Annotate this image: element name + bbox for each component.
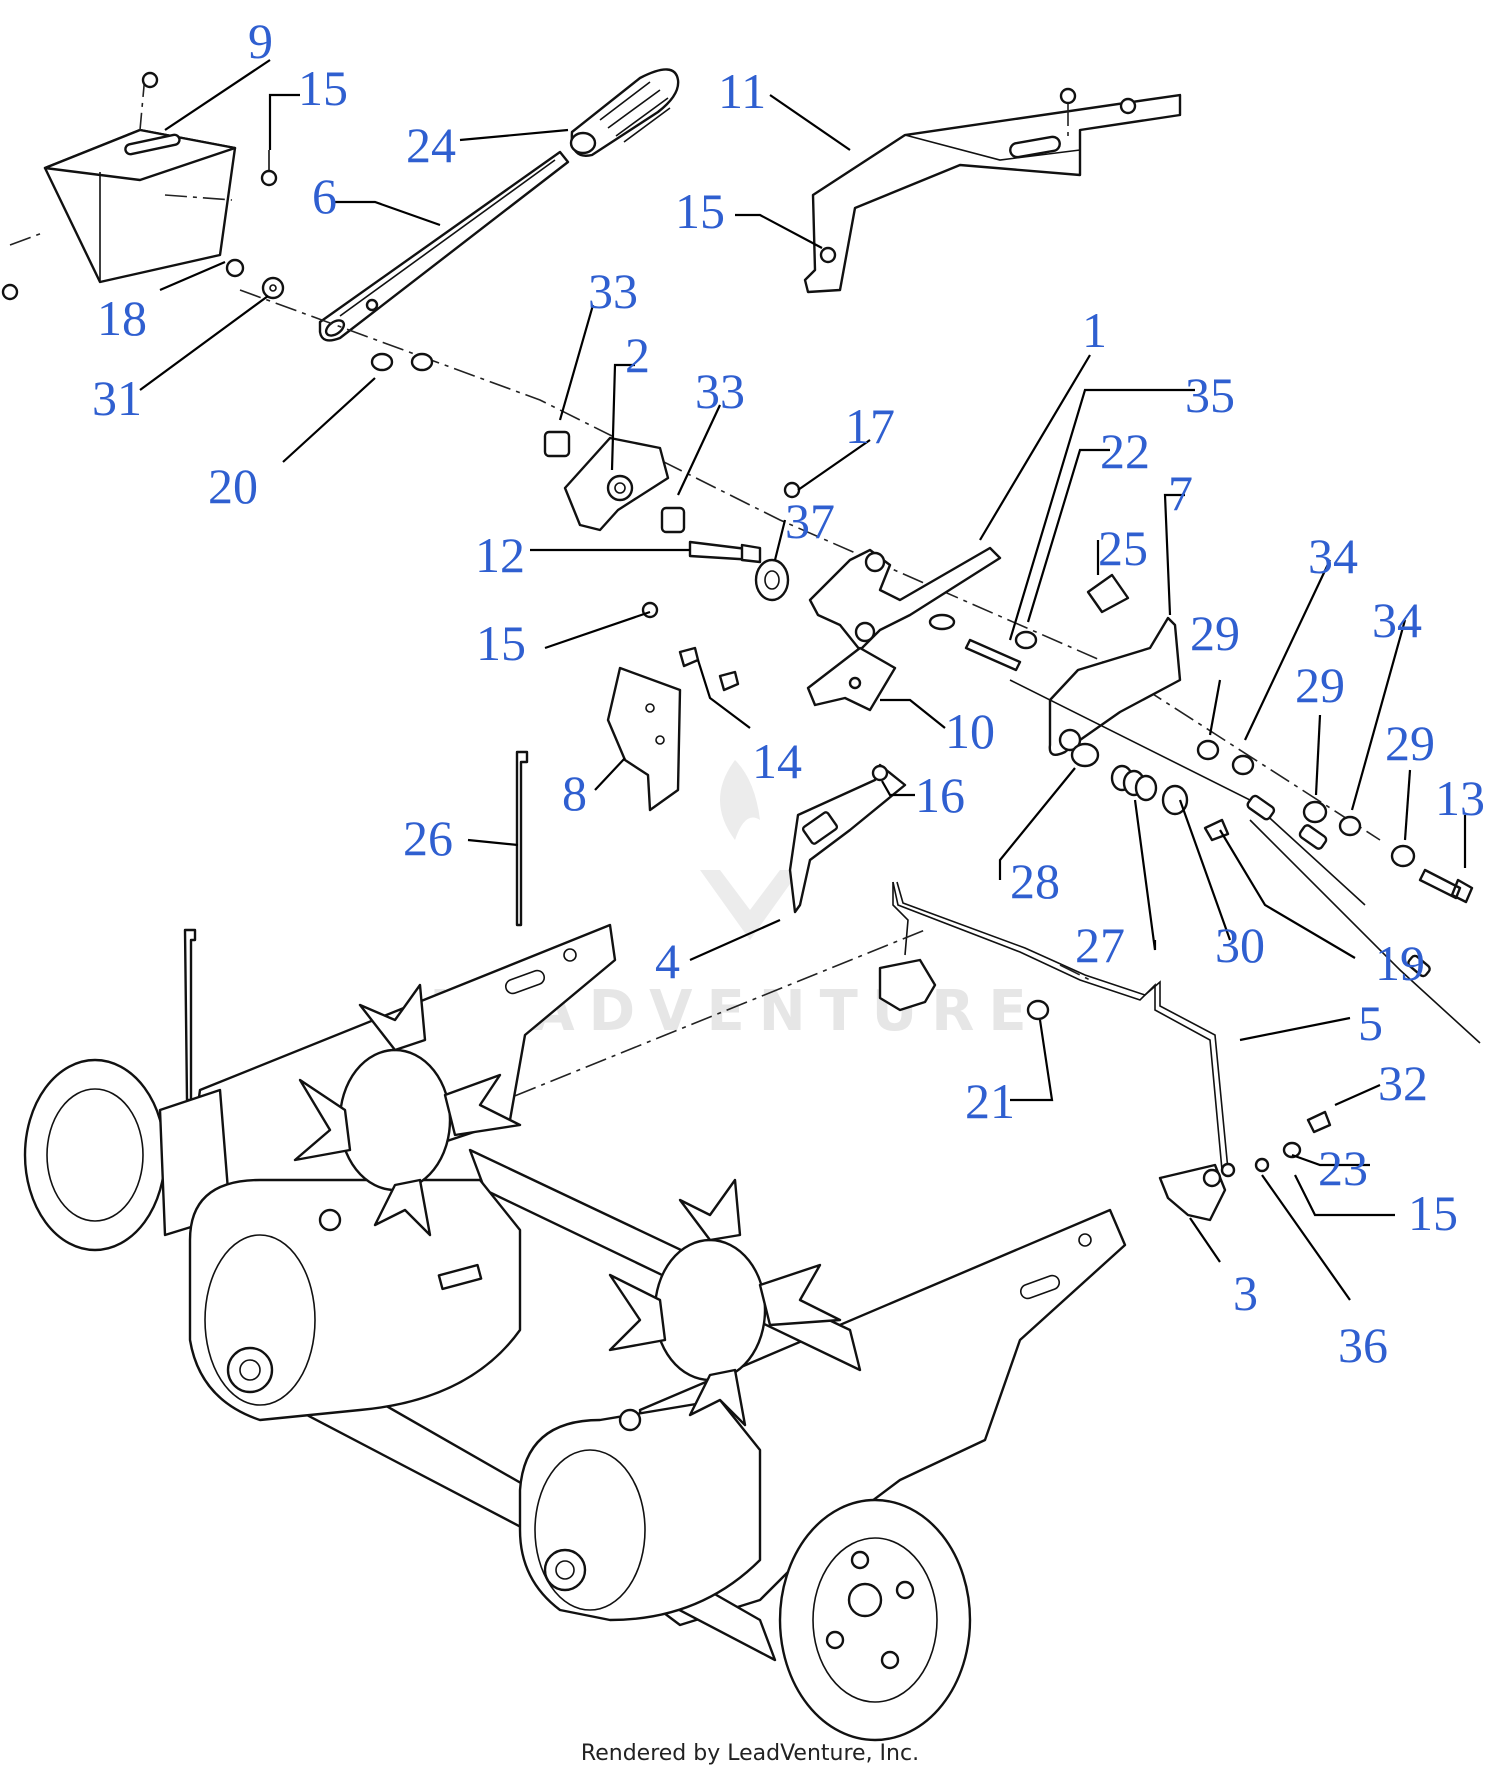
callout-1: 1 <box>1082 302 1107 358</box>
part-control-arm <box>808 546 1002 652</box>
part-bracket-10 <box>806 646 897 712</box>
callout-10: 10 <box>945 703 995 759</box>
shaft-centerline <box>239 289 1381 841</box>
footer-credit: Rendered by LeadVenture, Inc. <box>581 1741 919 1766</box>
part-fan-right <box>608 1178 842 1427</box>
callout-25: 25 <box>1098 520 1148 576</box>
callout-9: 9 <box>248 13 273 69</box>
part-grip-handle <box>569 68 680 157</box>
part-chassis-frame <box>23 923 1127 1742</box>
leader-lines <box>139 59 1467 1301</box>
part-nut-21 <box>1026 999 1332 1173</box>
callout-13: 13 <box>1435 770 1485 826</box>
part-pin-12 <box>688 481 801 564</box>
callout-15: 15 <box>675 183 725 239</box>
callout-18: 18 <box>97 290 147 346</box>
callout-33: 33 <box>588 263 638 319</box>
part-washers-29-34 <box>1196 739 1416 868</box>
callout-20: 20 <box>208 458 258 514</box>
callout-30: 30 <box>1215 917 1265 973</box>
callout-16: 16 <box>915 767 965 823</box>
callout-23: 23 <box>1318 1140 1368 1196</box>
part-lever-arm <box>318 150 570 342</box>
callout-19: 19 <box>1375 935 1425 991</box>
callout-15: 15 <box>476 615 526 671</box>
callout-15: 15 <box>298 60 348 116</box>
callout-36: 36 <box>1338 1317 1388 1373</box>
callout-29: 29 <box>1385 715 1435 771</box>
callout-7: 7 <box>1168 465 1193 521</box>
callout-11: 11 <box>718 63 766 119</box>
callout-22: 22 <box>1100 423 1150 479</box>
callout-15: 15 <box>1408 1185 1458 1241</box>
part-fastener-15a <box>260 150 278 187</box>
part-spring-assembly <box>1070 742 1189 816</box>
part-rod-5 <box>479 881 1229 1171</box>
callout-31: 31 <box>92 370 142 426</box>
callout-28: 28 <box>1010 853 1060 909</box>
callout-34: 34 <box>1308 528 1358 584</box>
part-bracket-8 <box>606 666 682 812</box>
part-lever-7 <box>1048 616 1182 756</box>
part-bolts-14 <box>678 646 740 692</box>
callout-labels: 9 15 24 11 6 15 18 31 33 2 1 33 35 17 22… <box>92 13 1485 1373</box>
callout-14: 14 <box>752 733 802 789</box>
callout-17: 17 <box>845 398 895 454</box>
callout-35: 35 <box>1185 367 1235 423</box>
part-bracket-3 <box>878 958 1236 1222</box>
callout-24: 24 <box>406 117 456 173</box>
part-bracket-11 <box>803 87 1182 294</box>
callout-6: 6 <box>312 168 337 224</box>
part-rod-35 <box>928 573 1130 672</box>
callout-37: 37 <box>785 493 835 549</box>
callout-4: 4 <box>655 933 680 989</box>
part-nut-20 <box>370 352 434 372</box>
part-fastener-15b <box>641 601 659 619</box>
callout-8: 8 <box>562 765 587 821</box>
callout-29: 29 <box>1190 605 1240 661</box>
callout-33: 33 <box>695 363 745 419</box>
callout-26: 26 <box>403 810 453 866</box>
callout-3: 3 <box>1233 1265 1258 1321</box>
part-bolt-13 <box>1418 868 1474 904</box>
part-fan-left <box>293 983 522 1237</box>
part-cable-19 <box>1009 679 1481 1044</box>
part-bushing-37 <box>754 558 790 602</box>
callout-5: 5 <box>1358 995 1383 1051</box>
callout-34: 34 <box>1372 592 1422 648</box>
part-cover-box <box>1 71 237 301</box>
callout-29: 29 <box>1295 657 1345 713</box>
part-washer-18 <box>225 258 285 300</box>
callout-12: 12 <box>475 527 525 583</box>
callout-21: 21 <box>965 1073 1015 1129</box>
part-pivot-bracket <box>543 430 686 534</box>
callout-32: 32 <box>1378 1055 1428 1111</box>
callout-2: 2 <box>625 327 650 383</box>
callout-27: 27 <box>1075 917 1125 973</box>
part-bracket-4 <box>788 763 907 914</box>
